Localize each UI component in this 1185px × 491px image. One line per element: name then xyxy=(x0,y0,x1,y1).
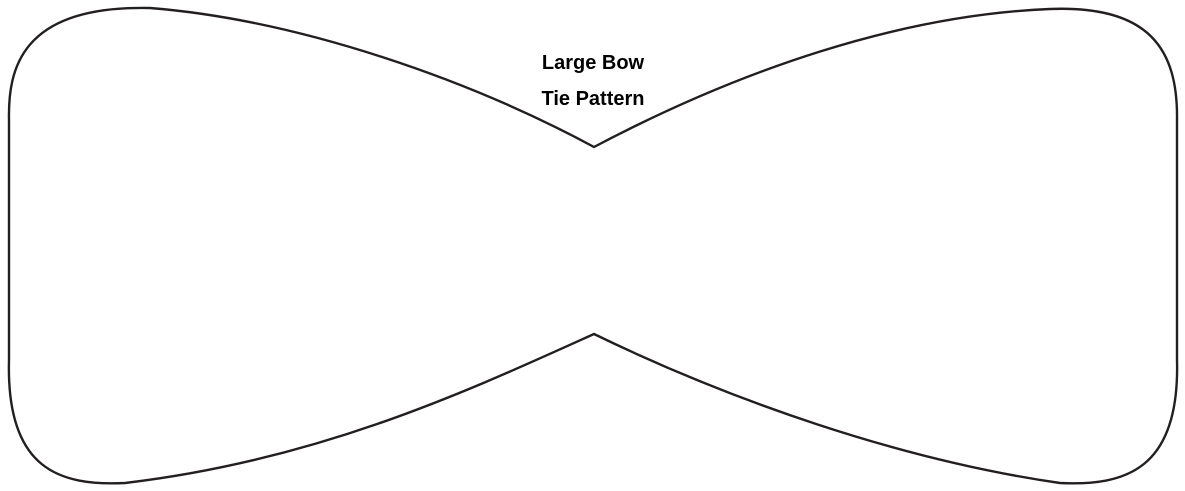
pattern-title-line-2: Tie Pattern xyxy=(542,88,645,110)
bow-tie-outline xyxy=(7,6,1179,485)
pattern-title-line-1: Large Bow xyxy=(542,52,645,74)
